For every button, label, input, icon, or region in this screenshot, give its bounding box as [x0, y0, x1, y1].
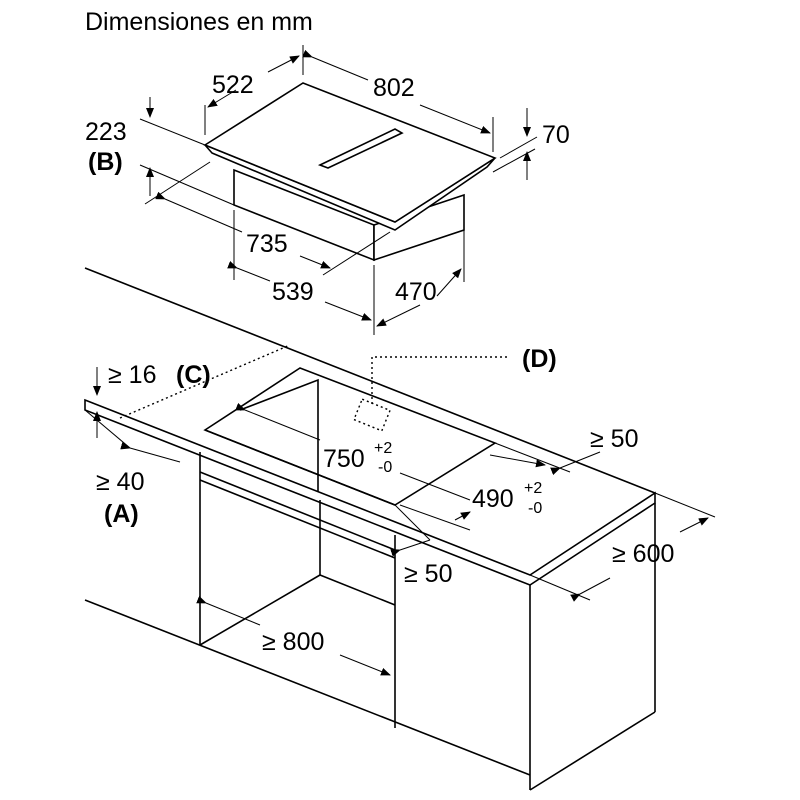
- dim-min-worktop-thickness: ≥ 16: [108, 361, 156, 389]
- dim-body-depth-front: 539: [272, 278, 314, 306]
- diagram-title: Dimensiones en mm: [85, 8, 313, 36]
- ref-a: (A): [104, 500, 139, 528]
- worktop-back-edge: [84, 267, 656, 494]
- dim-hob-width: 802: [373, 74, 415, 102]
- dim-cutout-width: 750: [323, 445, 365, 473]
- downdraft-vent: [317, 128, 404, 169]
- dim-body-width: 735: [246, 230, 288, 258]
- dim-total-height: 223: [85, 118, 127, 146]
- ref-d: (D): [522, 345, 557, 373]
- dim-min-back-distance: ≥ 50: [590, 425, 638, 453]
- ref-b: (B): [88, 148, 123, 176]
- dim-body-depth-side: 470: [395, 278, 437, 306]
- dim-min-side-distance: ≥ 50: [404, 560, 452, 588]
- worktop-cabinet-illustration: [84, 267, 656, 791]
- cutout-width-tol-plus: +2: [374, 440, 392, 457]
- cutout-depth-tol-minus: -0: [528, 500, 542, 517]
- dim-hob-depth: 522: [212, 71, 254, 99]
- dim-min-cabinet-width: ≥ 800: [262, 628, 324, 656]
- cutout: [203, 367, 497, 506]
- connection-box-d: [353, 398, 391, 432]
- dim-min-front-distance: ≥ 40: [96, 468, 144, 496]
- cutout-width-tol-minus: -0: [378, 459, 392, 476]
- dim-min-worktop-depth: ≥ 600: [612, 540, 674, 568]
- ref-c: (C): [176, 361, 211, 389]
- cutout-depth-tol-plus: +2: [524, 480, 542, 497]
- install-dimension-lines: [84, 367, 716, 676]
- dim-cutout-depth: 490: [472, 485, 514, 513]
- dim-top-thickness: 70: [542, 121, 570, 149]
- hob-dimension-lines: [139, 45, 538, 335]
